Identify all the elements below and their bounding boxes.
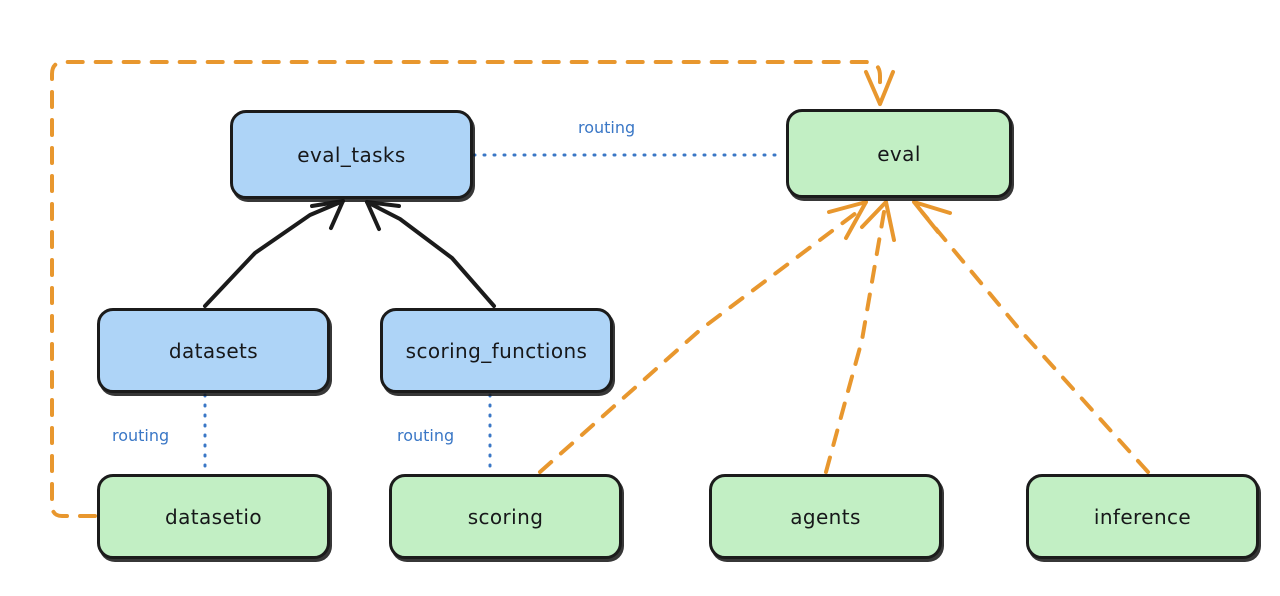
node-agents[interactable]: agents — [709, 474, 942, 559]
node-scoring-functions[interactable]: scoring_functions — [380, 308, 613, 393]
node-label: inference — [1093, 504, 1192, 529]
node-eval[interactable]: eval — [786, 109, 1012, 198]
edge-label-routing-eval: routing — [578, 118, 636, 137]
edge-scoring_functions-eval_tasks — [365, 200, 496, 308]
edge-datasets-eval_tasks — [203, 199, 345, 308]
node-datasets[interactable]: datasets — [97, 308, 330, 393]
node-scoring[interactable]: scoring — [389, 474, 622, 559]
node-label: eval — [877, 141, 921, 166]
node-label: eval_tasks — [297, 142, 406, 167]
edge-label-routing-scoring: routing — [397, 426, 455, 445]
node-datasetio[interactable]: datasetio — [97, 474, 330, 559]
edge-label-routing-datasetio: routing — [112, 426, 170, 445]
node-eval-tasks[interactable]: eval_tasks — [230, 110, 473, 199]
node-label: agents — [790, 504, 861, 529]
edge-inference-eval — [912, 200, 1150, 474]
node-label: datasetio — [164, 504, 262, 529]
node-label: datasets — [168, 338, 259, 363]
node-inference[interactable]: inference — [1026, 474, 1259, 559]
edge-agents-eval — [824, 200, 896, 474]
node-label: scoring_functions — [405, 338, 588, 363]
node-label: scoring — [467, 504, 544, 529]
